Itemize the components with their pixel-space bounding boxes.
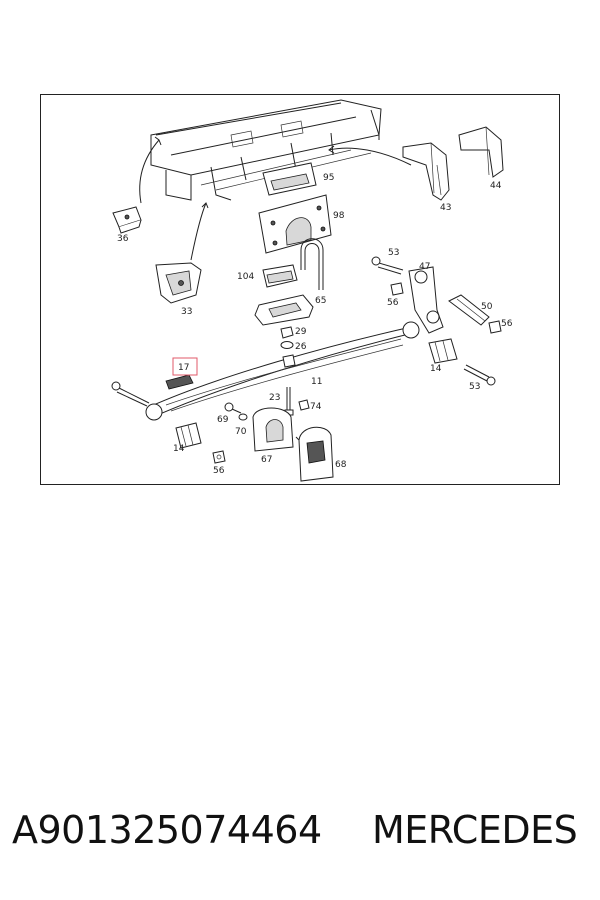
part-33-hanger bbox=[155, 262, 202, 304]
parts-diagram: 36 33 95 98 104 65 29 26 17 11 23 74 69 … bbox=[111, 99, 513, 482]
callout-69: 69 bbox=[217, 415, 229, 425]
callout-56-mid: 56 bbox=[387, 298, 399, 308]
part-36-bracket bbox=[112, 206, 142, 234]
part-95-pad bbox=[262, 162, 317, 196]
part-56-nut-right bbox=[488, 320, 502, 334]
part-98-plate bbox=[258, 194, 332, 254]
callout-98: 98 bbox=[333, 211, 345, 221]
part-11-leaf-spring bbox=[145, 321, 420, 421]
part-53-bolt-right-top bbox=[371, 256, 404, 275]
callout-labels: 36 33 95 98 104 65 29 26 17 11 23 74 69 … bbox=[117, 173, 513, 476]
part-65-seat bbox=[254, 294, 314, 326]
callout-36: 36 bbox=[117, 234, 129, 244]
part-23-bolt bbox=[284, 387, 294, 416]
part-50-bushing bbox=[448, 294, 490, 326]
part-43-bracket bbox=[402, 142, 450, 201]
footer: A901325074464 MERCEDES bbox=[0, 800, 600, 860]
chassis-frame bbox=[150, 99, 382, 201]
part-53-bolt-right-bottom bbox=[463, 364, 496, 386]
part-68-mount bbox=[295, 426, 334, 482]
callout-43: 43 bbox=[440, 203, 451, 213]
callout-56-left: 56 bbox=[213, 466, 225, 476]
highlight-box-17 bbox=[172, 357, 198, 376]
part-44-bracket bbox=[458, 126, 504, 178]
callout-74: 74 bbox=[310, 402, 322, 412]
long-bolt-left bbox=[111, 381, 150, 407]
part-56-nut-right-top bbox=[390, 282, 404, 296]
brand-name: MERCEDES bbox=[372, 808, 578, 852]
part-14-bushing-left bbox=[175, 422, 202, 449]
callout-23: 23 bbox=[269, 393, 280, 403]
u-bolt bbox=[300, 238, 324, 290]
callout-50: 50 bbox=[481, 302, 493, 312]
part-56-nut-left bbox=[212, 450, 226, 464]
part-number: A901325074464 bbox=[12, 808, 322, 852]
part-17-pad bbox=[165, 357, 198, 390]
parts-diagram-frame: 36 33 95 98 104 65 29 26 17 11 23 74 69 … bbox=[40, 94, 560, 485]
callout-29: 29 bbox=[295, 327, 307, 337]
callout-11: 11 bbox=[311, 377, 322, 387]
part-47-shackle bbox=[408, 266, 444, 334]
callout-95: 95 bbox=[323, 173, 334, 183]
callout-67: 67 bbox=[261, 455, 272, 465]
arrow-43 bbox=[328, 147, 412, 166]
callout-56-right: 56 bbox=[501, 319, 513, 329]
callout-47: 47 bbox=[419, 262, 430, 272]
arrow-33 bbox=[190, 202, 207, 261]
part-29-nut bbox=[280, 326, 294, 339]
part-74-nut bbox=[298, 399, 310, 411]
callout-17: 17 bbox=[178, 363, 189, 373]
callout-68: 68 bbox=[335, 460, 347, 470]
part-70-washer bbox=[238, 413, 248, 421]
part-14-bushing-right bbox=[428, 338, 458, 364]
part-104-block bbox=[262, 264, 298, 288]
callout-33: 33 bbox=[181, 307, 192, 317]
callout-70: 70 bbox=[235, 427, 247, 437]
callout-26: 26 bbox=[295, 342, 307, 352]
callout-14-left: 14 bbox=[173, 444, 185, 454]
callout-65: 65 bbox=[315, 296, 326, 306]
callout-53-top: 53 bbox=[388, 248, 399, 258]
callout-44: 44 bbox=[490, 181, 502, 191]
part-67-damper bbox=[252, 407, 294, 452]
callout-14-right: 14 bbox=[430, 364, 442, 374]
callout-104: 104 bbox=[237, 272, 254, 282]
part-69-bolt bbox=[224, 402, 242, 414]
arrow-36 bbox=[139, 139, 160, 204]
callout-53-bottom: 53 bbox=[469, 382, 480, 392]
part-26-washer bbox=[280, 341, 294, 349]
